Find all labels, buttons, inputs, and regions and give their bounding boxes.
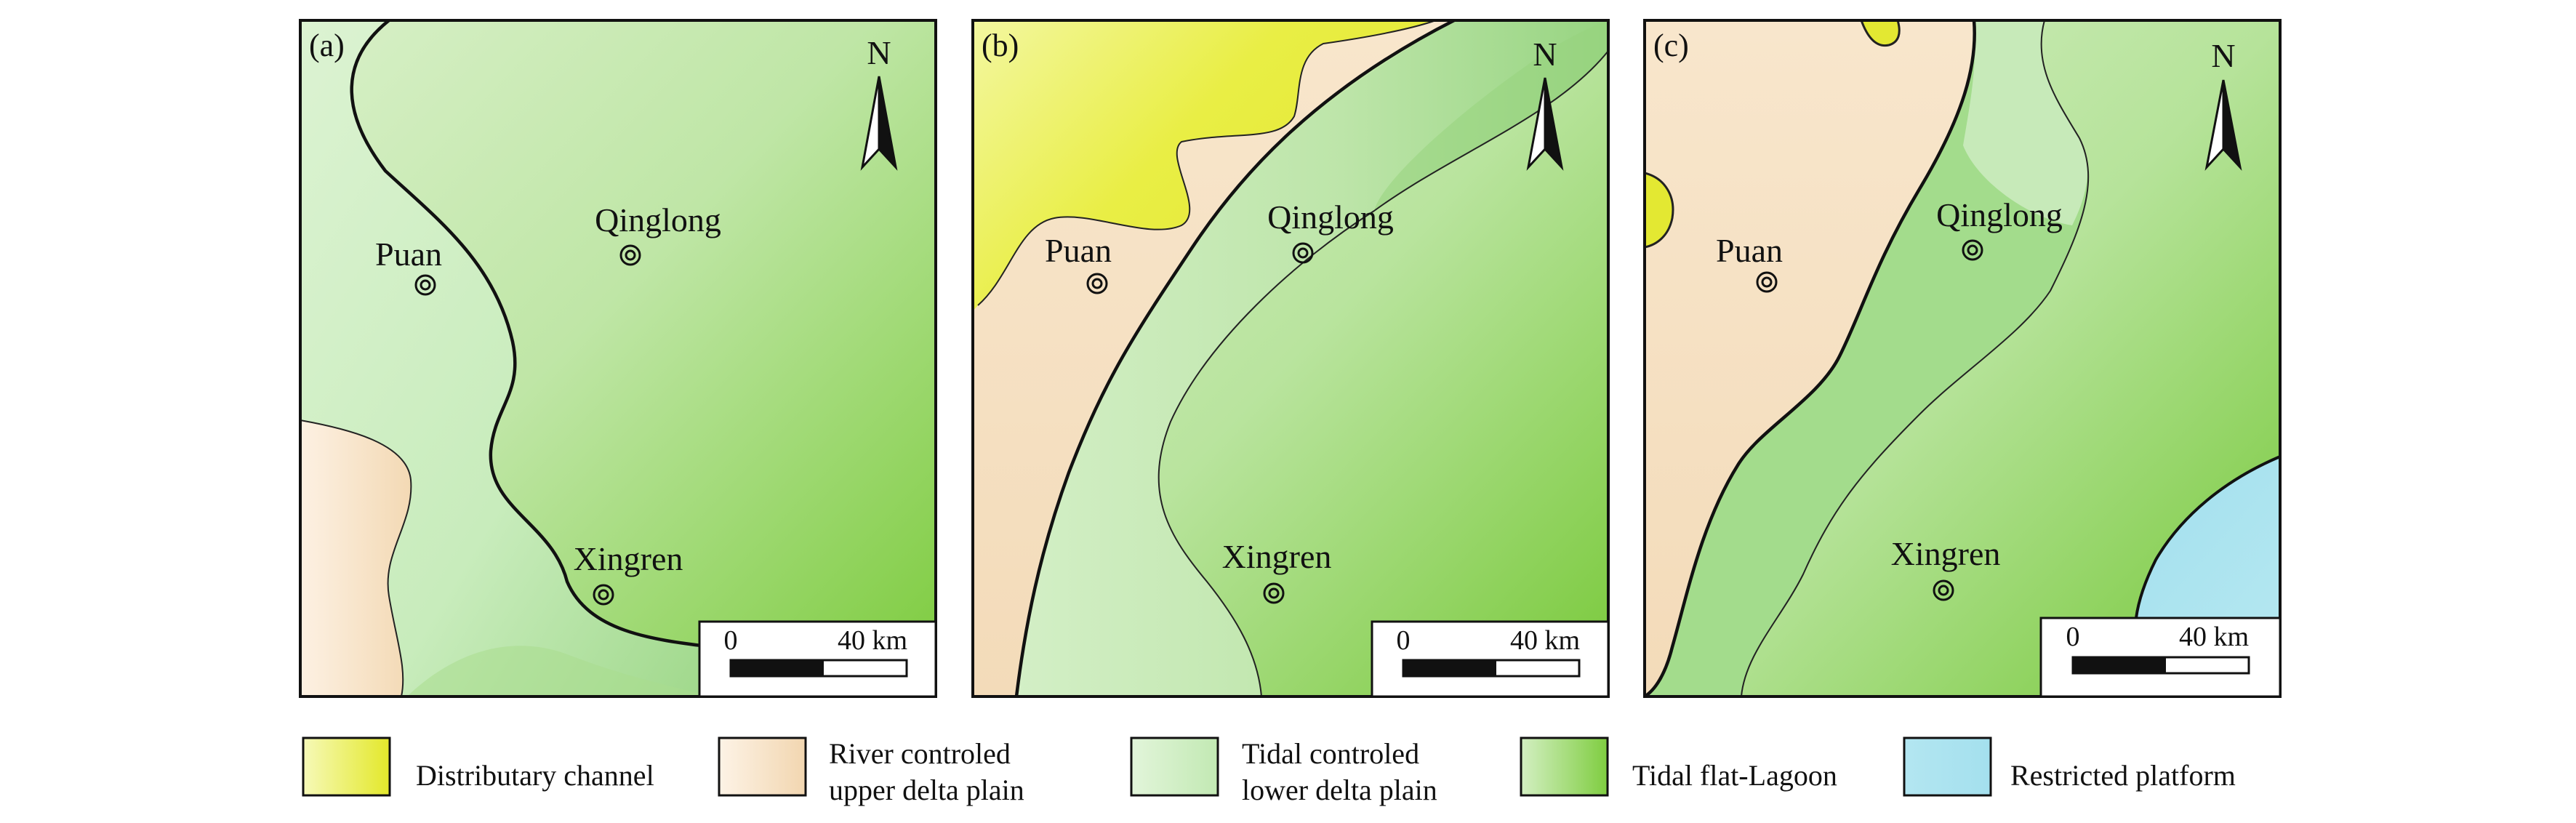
distributary-channel-zone [973, 20, 1436, 311]
city-puan: Puan [375, 236, 442, 296]
svg-text:Qinglong: Qinglong [1936, 196, 2063, 233]
facies-boundary [2135, 455, 2281, 619]
legend: Distributary channel River controled upp… [302, 736, 2236, 806]
svg-text:Restricted platform: Restricted platform [2010, 759, 2236, 792]
svg-text:Distributary channel: Distributary channel [416, 759, 654, 792]
facies-boundary [977, 20, 1437, 306]
svg-text:40 km: 40 km [1510, 625, 1580, 656]
map-panel-c: (c) N Puan Qinglong Xingren 0 40 km [1643, 19, 2282, 698]
legend-item-tidal-flat-lagoon: Tidal flat-Lagoon [1520, 736, 1837, 797]
city-marker-icon [1933, 579, 1954, 601]
distributary-channel-zone [1860, 20, 1901, 47]
city-qinglong: Qinglong [595, 201, 721, 266]
upper-delta-plain-zone [300, 420, 412, 696]
svg-text:40 km: 40 km [2179, 622, 2249, 652]
svg-text:Puan: Puan [375, 236, 442, 273]
panel-label: (c) [1653, 28, 1689, 63]
map-frame [971, 19, 1610, 698]
svg-text:Xingren: Xingren [1891, 535, 2001, 572]
svg-text:Xingren: Xingren [574, 540, 683, 577]
north-arrow-icon: N [1526, 36, 1564, 171]
scale-bar: 0 40 km [698, 620, 937, 698]
city-xingren: Xingren [1891, 535, 2001, 601]
facies-boundary [1014, 18, 1456, 697]
svg-text:N: N [867, 34, 891, 71]
svg-text:Puan: Puan [1716, 232, 1783, 269]
lower-delta-plain-zone [1645, 20, 2089, 696]
lower-delta-plain-zone [1016, 20, 1608, 696]
map-frame [299, 19, 937, 698]
upper-delta-plain-zone [1645, 20, 1975, 696]
facies-boundary [1741, 20, 2090, 697]
restricted-platform-swatch-icon [1903, 736, 1992, 797]
city-marker-icon [414, 274, 436, 296]
facies-boundary [1643, 20, 1976, 698]
map-panel-b: (b) N Puan Qinglong Xingren 0 40 km [971, 18, 1610, 698]
city-qinglong: Qinglong [1936, 196, 2063, 261]
svg-text:Puan: Puan [1045, 232, 1112, 269]
legend-item-distributary-channel: Distributary channel [302, 736, 654, 797]
city-marker-icon [1756, 271, 1778, 293]
distributary-channel-zone [1645, 172, 1674, 249]
city-qinglong: Qinglong [1267, 198, 1394, 264]
svg-text:Qinglong: Qinglong [1267, 198, 1394, 236]
svg-text:Qinglong: Qinglong [595, 201, 721, 238]
facies-boundary [300, 419, 412, 697]
svg-text:Xingren: Xingren [1222, 538, 1332, 575]
legend-item-restricted-platform: Restricted platform [1903, 736, 2236, 797]
svg-text:lower delta plain: lower delta plain [1242, 774, 1437, 806]
svg-text:Tidal controled: Tidal controled [1242, 737, 1419, 770]
facies-boundary [350, 19, 713, 649]
scale-bar: 0 40 km [2039, 617, 2282, 698]
map-frame [1643, 19, 2282, 698]
svg-text:0: 0 [1397, 625, 1411, 656]
city-xingren: Xingren [1222, 538, 1332, 604]
city-xingren: Xingren [574, 540, 683, 606]
north-arrow-icon: N [860, 34, 898, 171]
panel-label: (b) [982, 28, 1019, 63]
distributary-channel-swatch-icon [302, 736, 391, 797]
svg-text:Tidal flat-Lagoon: Tidal flat-Lagoon [1632, 759, 1837, 792]
city-marker-icon [1263, 582, 1285, 604]
restricted-platform-zone [2136, 457, 2280, 618]
svg-text:N: N [1533, 36, 1557, 73]
lower-delta-plain-swatch-icon [1130, 736, 1219, 797]
city-marker-icon [1292, 242, 1314, 264]
tidal-flat-lagoon-swatch-icon [1520, 736, 1609, 797]
svg-text:0: 0 [724, 625, 738, 656]
city-marker-icon [593, 584, 614, 606]
legend-item-lower-delta-plain: Tidal controled lower delta plain [1130, 736, 1437, 806]
upper-delta-plain-swatch-icon [718, 736, 807, 797]
city-marker-icon [1962, 239, 1983, 261]
svg-text:N: N [2211, 37, 2235, 74]
svg-text:0: 0 [2066, 622, 2080, 652]
svg-text:River controled: River controled [829, 737, 1011, 770]
city-puan: Puan [1045, 232, 1112, 294]
svg-text:upper delta plain: upper delta plain [829, 774, 1024, 806]
panel-label: (a) [309, 28, 345, 63]
legend-item-upper-delta-plain: River controled upper delta plain [718, 736, 1024, 806]
city-marker-icon [619, 244, 641, 266]
scale-bar: 0 40 km [1371, 620, 1610, 698]
north-arrow-icon: N [2204, 37, 2242, 171]
city-marker-icon [1086, 273, 1108, 294]
svg-text:40 km: 40 km [838, 625, 907, 656]
city-puan: Puan [1716, 232, 1783, 293]
map-panel-a: (a) N Puan Qinglong Xingren 0 40 km [299, 19, 937, 698]
facies-boundary [1157, 50, 1609, 697]
